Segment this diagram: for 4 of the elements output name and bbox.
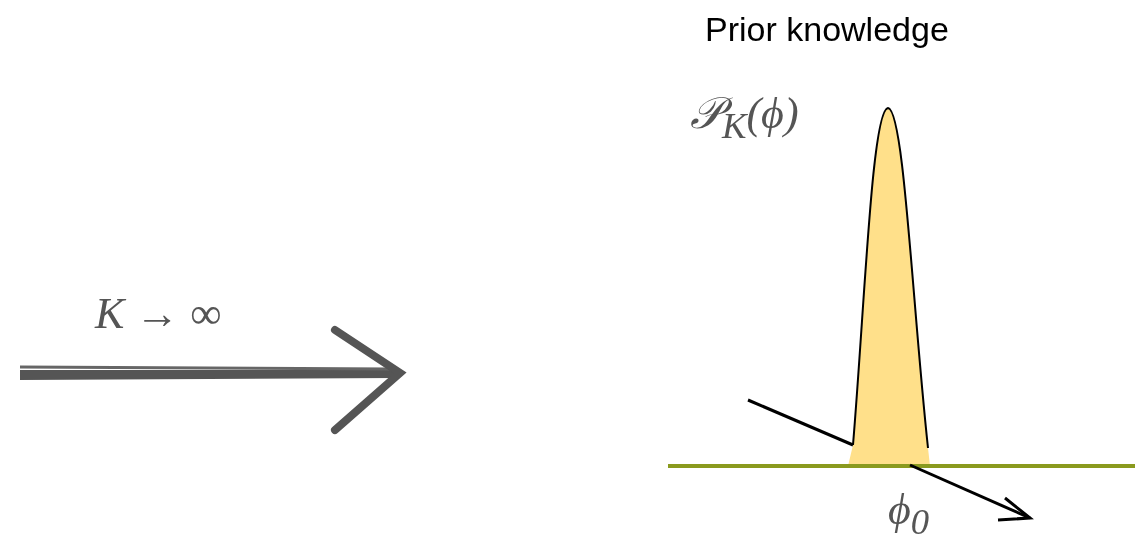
limit-label: K → ∞ (95, 292, 222, 336)
axis-label: ϕ$_{0}$ (888, 488, 930, 538)
function-label: 𝒫$_{K}$(ϕ) (690, 92, 799, 145)
heading: Prior knowledge (705, 12, 949, 46)
